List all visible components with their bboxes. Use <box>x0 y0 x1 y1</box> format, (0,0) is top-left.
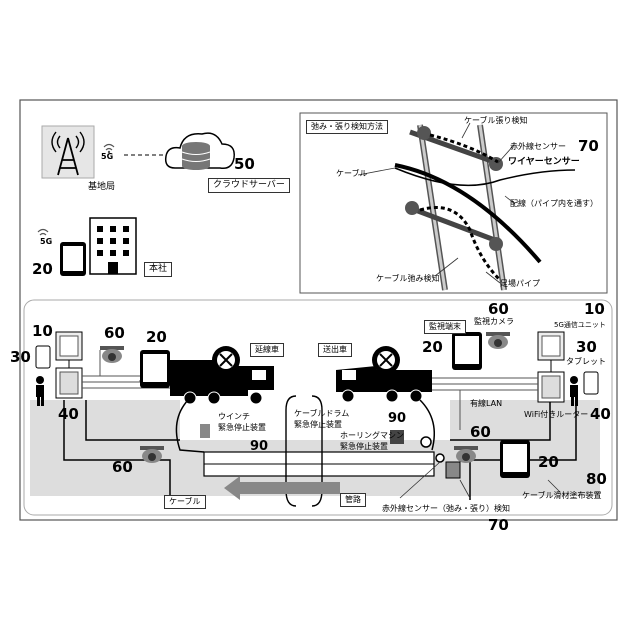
ref-60-left: 60 <box>104 326 125 341</box>
ref-40-right: 40 <box>590 407 611 422</box>
head-office-label: 本社 <box>144 262 172 277</box>
person-icon-right <box>570 376 578 406</box>
inset-cable-label: ケーブル <box>336 170 368 178</box>
person-icon-left <box>36 376 44 406</box>
conduit-label: 管路 <box>340 493 366 507</box>
wired-lan-label: 有線LAN <box>470 400 502 408</box>
tension-detect-label: ケーブル張り検知 <box>464 117 528 125</box>
wiring-label: 配線（パイプ内を通す） <box>510 200 598 208</box>
wifi-router-label: WiFi付きルーター <box>524 411 588 419</box>
cloud-server-icon <box>166 133 235 170</box>
inset-title: 弛み・張り検知方法 <box>306 120 388 134</box>
tablet-icon-office <box>60 242 86 276</box>
extension-vehicle-label: 延線車 <box>250 343 284 357</box>
tablet-icon-bottom-right <box>500 440 530 478</box>
ref-90-left: 90 <box>250 440 268 453</box>
comm-unit-label: 5G通信ユニット <box>554 322 606 329</box>
ref-20-left: 20 <box>146 330 167 345</box>
ref-20-bottom-right: 20 <box>538 455 559 470</box>
ref-20-office: 20 <box>32 262 53 277</box>
cloud-server-label: クラウドサーバー <box>208 178 290 193</box>
winch-stop-box <box>200 424 210 438</box>
ref-10-left: 10 <box>32 324 53 339</box>
wifi-icon-office <box>38 230 48 236</box>
ref-50: 50 <box>234 157 255 172</box>
ref-70-inset: 70 <box>578 139 599 154</box>
slack-detect-label: ケーブル弛み検知 <box>376 275 440 283</box>
signal-5g-label-office: 5G <box>40 238 52 246</box>
scaffold-pipe-label: 足場パイプ <box>500 280 540 288</box>
wire-sensor-label: ワイヤーセンサー <box>508 158 580 167</box>
winch-stop-label: ウインチ 緊急停止装置 <box>218 411 266 433</box>
signal-5g-label-base: 5G <box>101 153 113 161</box>
tablet-icon-left-20 <box>140 350 170 388</box>
tablet-icon-right-30 <box>584 372 598 394</box>
ref-30-left: 30 <box>10 350 31 365</box>
ref-40-left: 40 <box>58 407 79 422</box>
head-office-building-icon <box>90 218 136 274</box>
ref-70-bottom: 70 <box>488 518 509 533</box>
tablet-icon-left-30 <box>36 346 50 368</box>
ref-20-right-top: 20 <box>422 340 443 355</box>
ref-60-bottom-left: 60 <box>112 460 133 475</box>
ir-sensor-label: 赤外線センサー <box>510 143 566 151</box>
monitor-terminal-label: 監視端末 <box>424 320 466 334</box>
ref-80: 80 <box>586 472 607 487</box>
monitor-terminal-icon <box>452 332 482 370</box>
ref-60-bottom-right: 60 <box>470 425 491 440</box>
ref-90-right: 90 <box>388 412 406 425</box>
lubricant-device-label: ケーブル滑材塗布装置 <box>522 492 602 500</box>
base-station-label: 基地局 <box>88 183 115 192</box>
base-station-icon <box>42 126 94 178</box>
feed-vehicle-label: 送出車 <box>318 343 352 357</box>
cable-drum-stop-label: ケーブルドラム 緊急停止装置 <box>294 408 349 430</box>
ir-sensor-bottom-label: 赤外線センサー（弛み・張り）検知 <box>382 505 510 513</box>
cable-label: ケーブル <box>164 495 206 509</box>
ref-60-top-right: 60 <box>488 302 509 317</box>
ref-10-right: 10 <box>584 302 605 317</box>
tablet-label: タブレット <box>566 358 606 366</box>
ref-30-right: 30 <box>576 340 597 355</box>
monitor-camera-label: 監視カメラ <box>474 318 514 326</box>
hauling-machine-stop-label: ホーリングマシン 緊急停止装置 <box>340 430 404 452</box>
